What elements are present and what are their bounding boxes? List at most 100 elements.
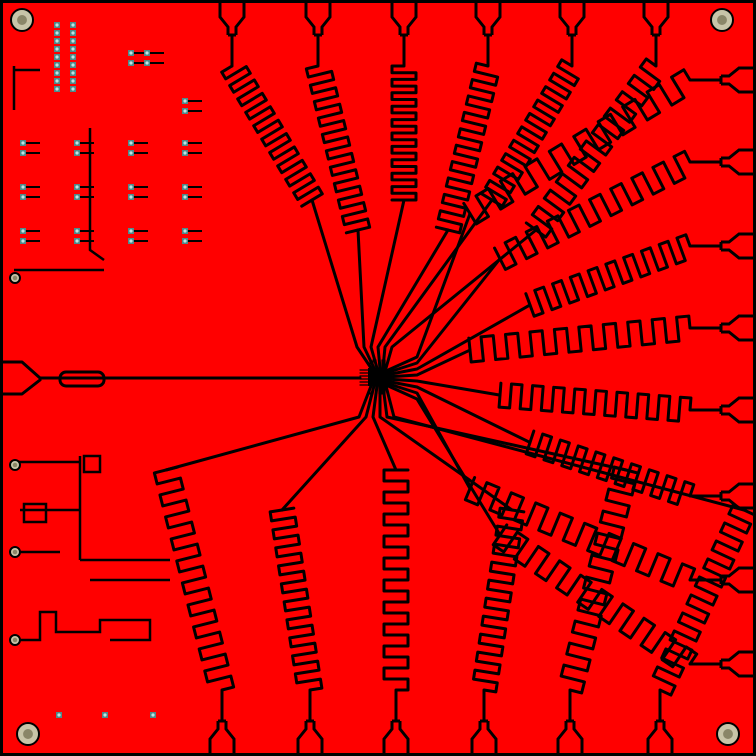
edge-connector: [646, 719, 674, 753]
pad-lead: [188, 100, 202, 112]
meander-line: [524, 429, 696, 506]
hole-center: [23, 729, 33, 739]
edge-connector: [304, 3, 332, 37]
hole-center: [717, 15, 727, 25]
component-pad-pin: [21, 229, 25, 233]
header-pad-pin: [71, 55, 75, 59]
header-pad-pin: [55, 71, 59, 75]
header-pad-pin: [55, 31, 59, 35]
pad-lead: [188, 142, 202, 154]
component-pad-pin: [183, 229, 187, 233]
header-pad-pin: [55, 55, 59, 59]
left-circuit: [14, 456, 170, 642]
signal-trace: [316, 34, 376, 370]
component-pad-pin: [129, 239, 133, 243]
center-ic: [368, 368, 386, 386]
header-pad-pin: [71, 23, 75, 27]
chip-pin: [359, 359, 395, 395]
bottom-pad-pin: [57, 713, 61, 717]
component-pad-pin: [145, 51, 149, 55]
edge-connector: [719, 566, 753, 594]
signal-trace: [369, 34, 406, 370]
chip-pin: [359, 359, 395, 395]
component-pad-pin: [183, 99, 187, 103]
header-pad-pin: [55, 23, 59, 27]
component-pad-pin: [75, 229, 79, 233]
meander-line: [524, 57, 662, 239]
bottom-pad-pin: [103, 713, 107, 717]
component-pad-pin: [75, 185, 79, 189]
pad-lead: [188, 186, 202, 198]
edge-connector: [208, 719, 236, 753]
signal-trace: [230, 34, 373, 370]
meander-line: [304, 64, 372, 235]
edge-connector: [719, 482, 753, 510]
meander-line: [472, 506, 526, 694]
edge-connector: [719, 396, 753, 424]
edge-connector: [719, 66, 753, 94]
meander-delay-lines: [152, 57, 756, 697]
header-pad-pin: [71, 71, 75, 75]
component-pad-pin: [21, 141, 25, 145]
meander-line: [480, 58, 580, 208]
component-pad-pin: [21, 195, 25, 199]
header-pad-pin: [55, 39, 59, 43]
component-pad-pin: [183, 239, 187, 243]
input-trace: [1, 360, 362, 396]
pad-lead: [188, 230, 202, 242]
pad-lead: [134, 186, 148, 198]
signal-trace: [384, 326, 723, 379]
bottom-pad-pin: [151, 713, 155, 717]
meander-line: [463, 476, 697, 588]
edge-connector: [218, 3, 246, 37]
signal-traces: [1, 34, 746, 723]
component-pad-pin: [183, 109, 187, 113]
hole-center: [12, 462, 18, 468]
edge-connector: [382, 719, 410, 753]
component-pad-pin: [129, 51, 133, 55]
edge-connector: [719, 314, 753, 342]
pad-lead: [26, 186, 40, 198]
edge-connector: [719, 148, 753, 176]
left-pad-block: [22, 502, 48, 524]
signal-trace: [280, 384, 376, 723]
pad-lead: [26, 230, 40, 242]
chip-pin: [359, 359, 395, 395]
signal-trace: [384, 379, 723, 498]
edge-connectors: [208, 3, 753, 753]
left-routing: [12, 66, 105, 272]
header-pad-pin: [55, 63, 59, 67]
meander-line: [382, 468, 410, 692]
signal-trace: [371, 384, 398, 723]
hole-center: [12, 637, 18, 643]
hole-center: [12, 275, 18, 281]
component-pad-pin: [21, 185, 25, 189]
meander-line: [497, 381, 693, 423]
signal-trace: [164, 384, 373, 723]
edge-connector: [296, 719, 324, 753]
chip-pin: [359, 359, 395, 395]
input-pad-outline: [58, 370, 106, 388]
pad-lead: [80, 142, 94, 154]
meander-line: [493, 149, 692, 271]
meander-line: [390, 64, 418, 202]
edge-connector: [474, 3, 502, 37]
signal-trace: [384, 383, 723, 666]
component-pad-pin: [183, 185, 187, 189]
pad-lead: [26, 142, 40, 154]
component-pad-pin: [145, 61, 149, 65]
pad-lead: [80, 186, 94, 198]
component-pad-pin: [21, 239, 25, 243]
component-pads: [12, 22, 202, 718]
edge-connector: [642, 3, 670, 37]
signal-trace: [384, 34, 658, 370]
meander-line: [559, 465, 640, 695]
component-pad-pin: [129, 141, 133, 145]
hole-center: [17, 15, 27, 25]
meander-line: [152, 465, 236, 692]
signal-trace: [384, 160, 723, 375]
component-pad-pin: [129, 185, 133, 189]
component-pad-pin: [75, 195, 79, 199]
header-pad-pin: [71, 39, 75, 43]
component-pad-pin: [129, 61, 133, 65]
